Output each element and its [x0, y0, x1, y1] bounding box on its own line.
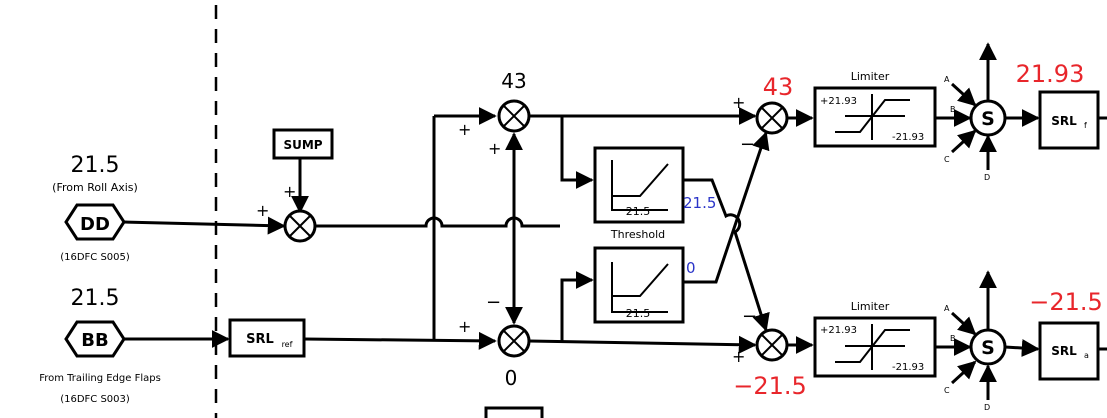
- srl-f-block: [1038, 90, 1100, 150]
- input-bottom-ref: (16DFC S003): [60, 394, 130, 405]
- right-sum-top-annotation: 43: [763, 73, 794, 101]
- limiter-top-label: Limiter: [851, 70, 890, 83]
- srl-f-label: SRL: [1051, 114, 1077, 128]
- limiter-bottom-upper: +21.93: [820, 325, 857, 336]
- svg-text:−: −: [740, 134, 755, 155]
- srl-ref-sub: ref: [282, 340, 293, 349]
- svg-text:+: +: [256, 201, 269, 220]
- sum-bottom-annotation: 0: [505, 366, 518, 390]
- threshold-bottom-output-annotation: 0: [686, 259, 696, 277]
- out-top-annotation: 21.93: [1016, 60, 1085, 88]
- limiter-top-upper: +21.93: [820, 96, 857, 107]
- sum-top-annotation: 43: [501, 69, 526, 93]
- svg-text:+: +: [488, 139, 501, 158]
- limiter-bottom-label: Limiter: [851, 300, 890, 313]
- limiter-top-lower: -21.93: [892, 132, 924, 143]
- switch-top-label: S: [981, 108, 995, 130]
- svg-text:+: +: [458, 317, 471, 336]
- svg-text:+: +: [283, 182, 296, 201]
- svg-text:D: D: [984, 403, 990, 412]
- svg-text:B: B: [950, 105, 956, 114]
- sump-block: [272, 128, 334, 160]
- input-top-source: (From Roll Axis): [52, 181, 138, 194]
- svg-text:A: A: [944, 75, 950, 84]
- svg-text:A: A: [944, 304, 950, 313]
- input-bb-badge: [64, 320, 126, 358]
- right-sum-bottom-annotation: −21.5: [733, 372, 807, 400]
- svg-text:+: +: [458, 120, 471, 139]
- svg-text:C: C: [944, 155, 950, 164]
- threshold-top-output-annotation: 21.5: [683, 194, 716, 212]
- svg-text:B: B: [950, 334, 956, 343]
- svg-text:+: +: [732, 347, 745, 366]
- svg-text:+: +: [732, 93, 745, 112]
- svg-text:−: −: [742, 306, 757, 327]
- sump-label: SUMP: [283, 138, 322, 152]
- srl-a-block: [1038, 321, 1100, 381]
- srl-f-sub: f: [1084, 121, 1087, 130]
- threshold-label: Threshold: [610, 228, 665, 241]
- input-dd-label: DD: [80, 214, 110, 235]
- svg-text:−: −: [486, 292, 501, 313]
- svg-text:D: D: [984, 173, 990, 182]
- input-top-ref: (16DFC S005): [60, 252, 130, 263]
- limiter-bottom-lower: -21.93: [892, 362, 924, 373]
- input-dd-badge: [64, 203, 126, 241]
- threshold-bottom-value: 21.5: [626, 307, 651, 320]
- partial-bottom-block: [484, 406, 544, 418]
- threshold-bottom-block: [593, 246, 685, 324]
- input-bottom-value: 21.5: [71, 286, 120, 311]
- out-bottom-annotation: −21.5: [1029, 288, 1103, 316]
- input-bottom-source: From Trailing Edge Flaps: [39, 373, 161, 384]
- input-top-value: 21.5: [71, 153, 120, 178]
- svg-text:C: C: [944, 386, 950, 395]
- srl-a-sub: a: [1084, 351, 1089, 360]
- srl-a-label: SRL: [1051, 344, 1077, 358]
- switch-bottom-label: S: [981, 337, 995, 359]
- srl-ref-block: [228, 318, 306, 358]
- input-bb-label: BB: [81, 330, 108, 351]
- threshold-top-value: 21.5: [626, 205, 651, 218]
- srl-ref-label: SRL: [246, 332, 274, 347]
